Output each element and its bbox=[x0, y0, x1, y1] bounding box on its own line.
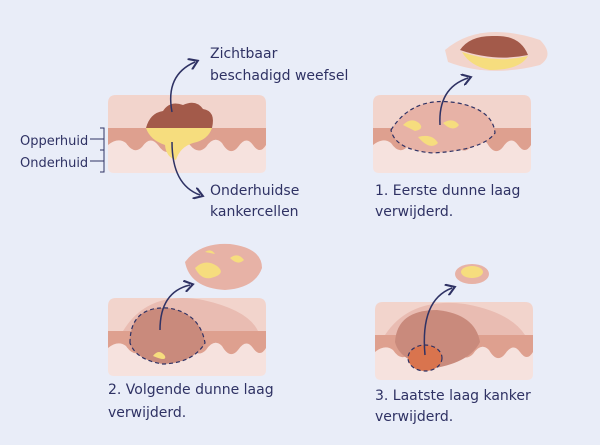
removed-layer-2 bbox=[185, 243, 262, 290]
epidermis-bracket bbox=[90, 127, 105, 151]
label-visible-damage-2: beschadigd weefsel bbox=[210, 68, 348, 84]
label-cancer-1: Onderhuidse bbox=[210, 183, 299, 199]
cancer-cells bbox=[146, 128, 212, 160]
label-step2-2: verwijderd. bbox=[108, 405, 186, 421]
arrow-up-icon bbox=[423, 288, 452, 356]
skin-block-step3 bbox=[375, 302, 533, 380]
label-step1-1: 1. Eerste dunne laag bbox=[375, 183, 520, 199]
skin-block-step2 bbox=[108, 298, 266, 376]
label-step2-1: 2. Volgende dunne laag bbox=[108, 382, 274, 398]
skin-block-step1 bbox=[373, 95, 531, 173]
label-dermis: Onderhuid bbox=[20, 156, 88, 171]
label-step3-2: verwijderd. bbox=[375, 409, 453, 425]
removed-layer-1 bbox=[445, 32, 548, 71]
label-step3-1: 3. Laatste laag kanker bbox=[375, 388, 531, 404]
label-epidermis: Opperhuid bbox=[20, 134, 88, 149]
skin-block-initial bbox=[108, 95, 266, 173]
arrow-up-icon bbox=[159, 285, 190, 331]
dermis-bracket bbox=[90, 149, 105, 173]
arrow-up-icon bbox=[439, 78, 468, 126]
visible-lesion bbox=[146, 102, 213, 128]
label-step1-2: verwijderd. bbox=[375, 204, 453, 220]
arrow-up-icon bbox=[169, 62, 195, 113]
label-visible-damage-1: Zichtbaar bbox=[210, 46, 278, 62]
removed-layer-3 bbox=[455, 264, 489, 284]
label-cancer-2: kankercellen bbox=[210, 204, 299, 220]
arrow-down-icon bbox=[171, 141, 200, 195]
